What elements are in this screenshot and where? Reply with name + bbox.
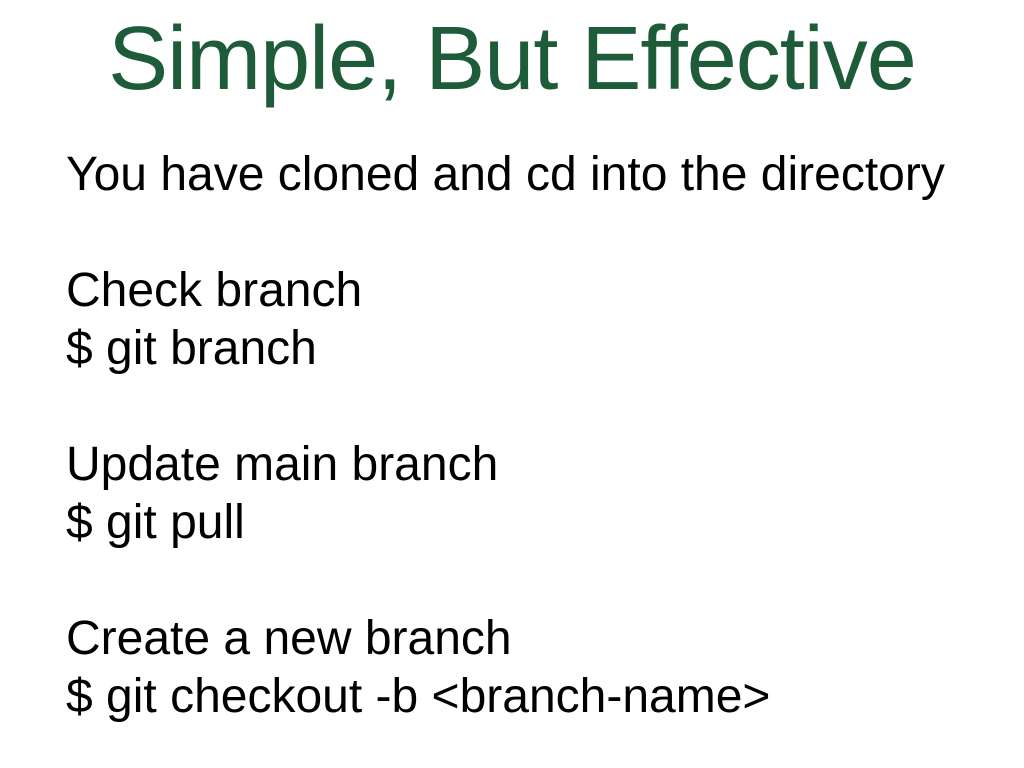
body-line-intro: You have cloned and cd into the director… — [66, 148, 945, 201]
body-line-blank — [66, 552, 1004, 610]
body-line-create-branch: Create a new branch — [66, 612, 512, 665]
body-line-update-main: Update main branch — [66, 438, 499, 491]
body-line-cmd-git-pull: $ git pull — [66, 496, 245, 549]
body-line-cmd-git-branch: $ git branch — [66, 322, 317, 375]
body-line-cmd-checkout: $ git checkout -b <branch-name> — [66, 670, 771, 723]
body-line-check-branch: Check branch — [66, 264, 363, 317]
body-line-blank — [66, 204, 1004, 262]
slide-title: Simple, But Effective — [108, 9, 917, 109]
slide-body-text: You have cloned and cd into the director… — [66, 146, 1004, 726]
body-line-blank — [66, 378, 1004, 436]
